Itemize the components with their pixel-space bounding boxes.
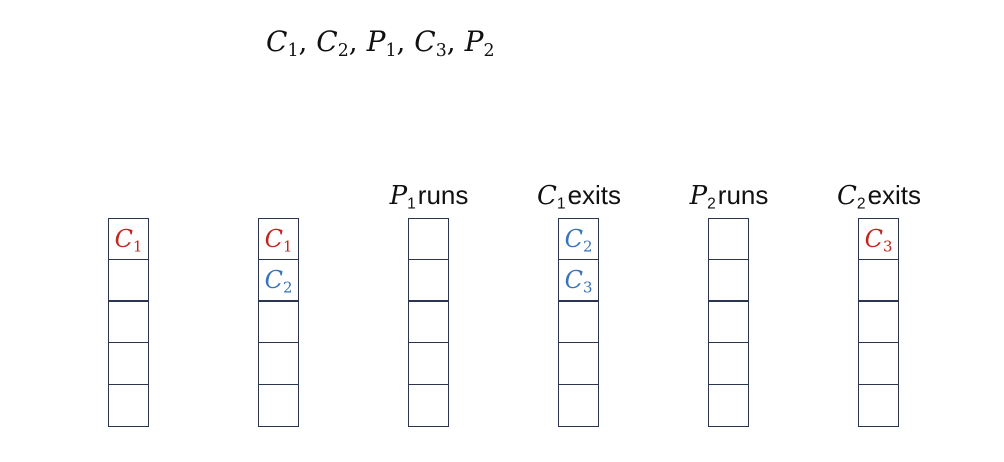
seq-item: P1, [366, 25, 415, 61]
buffer-slot [559, 343, 598, 385]
buffer-slot [409, 385, 448, 426]
buffer-slot: C1 [109, 219, 148, 261]
buffer-slot [559, 302, 598, 344]
buffer-slot [259, 343, 298, 385]
seq-item: C3, [414, 25, 465, 61]
buffer-queue [408, 218, 449, 427]
buffer-slot [109, 302, 148, 344]
buffer-slot [409, 343, 448, 385]
buffer-slot [709, 385, 748, 426]
buffer-slot [859, 302, 898, 344]
step-label: P2runs [689, 180, 769, 213]
buffer-slot [259, 385, 298, 426]
buffer-slot [559, 385, 598, 426]
buffer-slot [109, 260, 148, 302]
buffer-queue: C3 [858, 218, 899, 427]
buffer-slot [859, 260, 898, 302]
buffer-slot [859, 385, 898, 426]
buffer-slot [259, 302, 298, 344]
buffer-slot [409, 219, 448, 261]
buffer-slot [709, 343, 748, 385]
buffer-slot [859, 343, 898, 385]
seq-item: C1, [266, 25, 317, 61]
buffer-slot [709, 302, 748, 344]
step-label: C1exits [536, 180, 622, 213]
seq-item: P2 [464, 25, 495, 61]
buffer-queue: C1 [108, 218, 149, 427]
event-sequence: C1, C2, P1, C3, P2 [266, 22, 494, 71]
step-label: C2exits [836, 180, 922, 213]
buffer-slot [409, 302, 448, 344]
buffer-slot: C3 [859, 219, 898, 261]
step-label: P1runs [389, 180, 469, 213]
buffer-slot: C2 [259, 260, 298, 302]
seq-item: C2, [316, 25, 367, 61]
buffer-slot [709, 219, 748, 261]
buffer-slot [109, 343, 148, 385]
buffer-slot: C2 [559, 219, 598, 261]
buffer-slot [409, 260, 448, 302]
buffer-slot: C1 [259, 219, 298, 261]
buffer-slot [109, 385, 148, 426]
buffer-queue [708, 218, 749, 427]
buffer-slot: C3 [559, 260, 598, 302]
buffer-slot [709, 260, 748, 302]
